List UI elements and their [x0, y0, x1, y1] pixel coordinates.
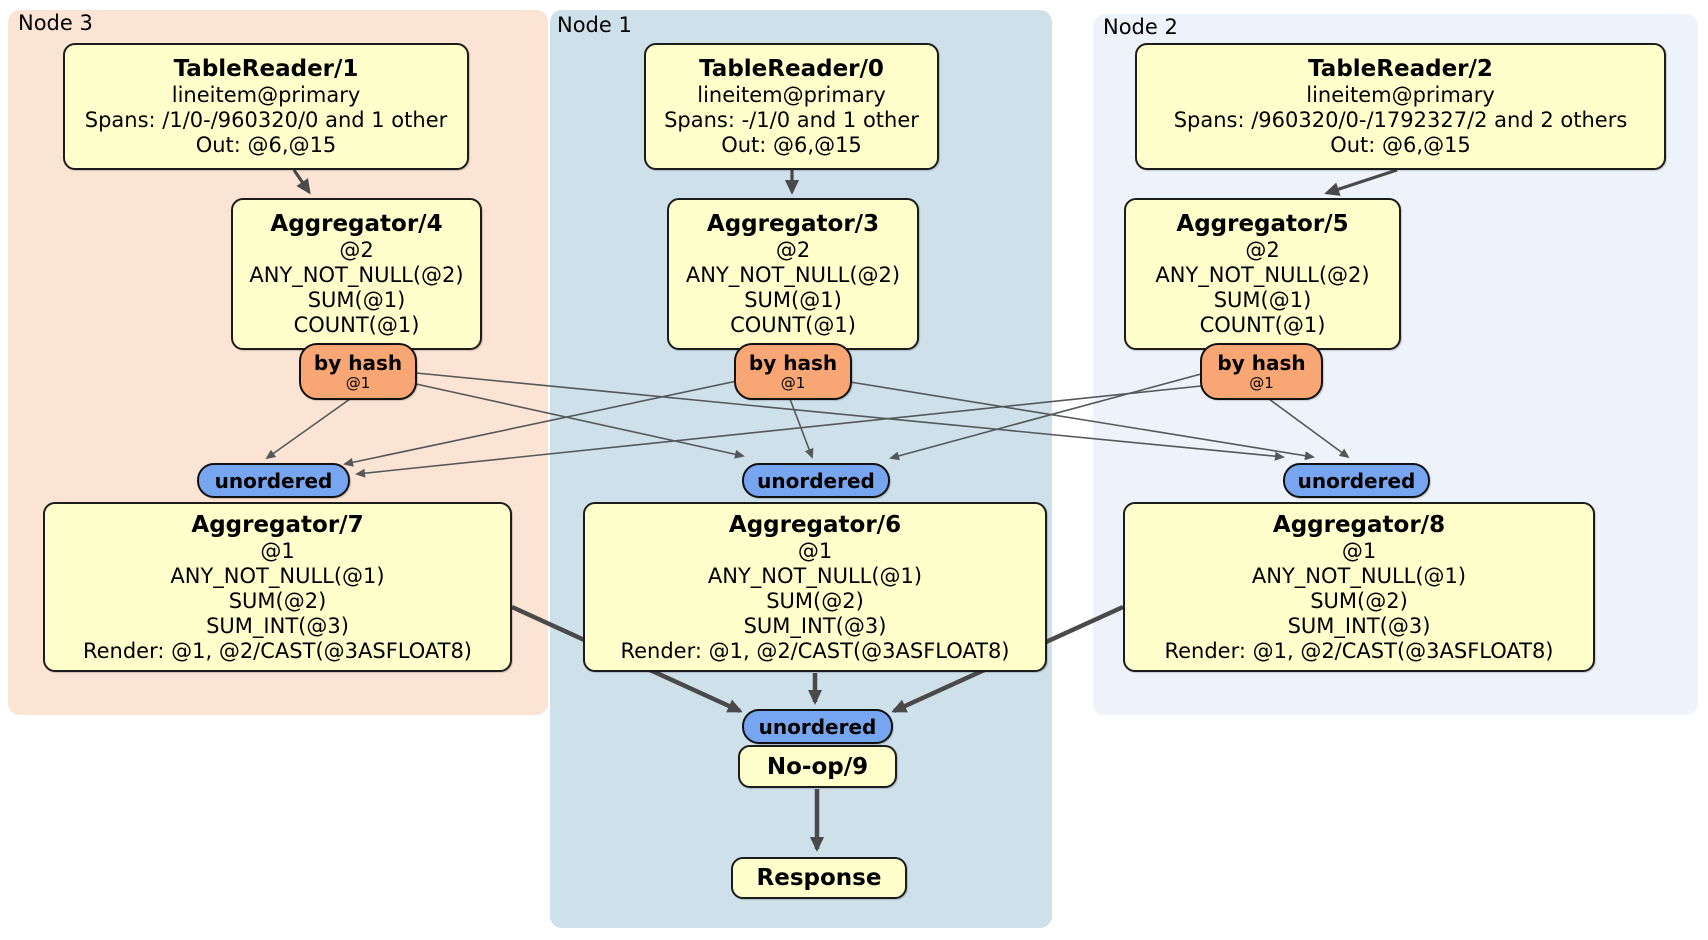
processor-title: TableReader/0: [699, 56, 884, 82]
processor-line: SUM_INT(@3): [206, 613, 349, 638]
edge-router5-stream8: [1268, 398, 1350, 459]
processor-line: COUNT(@1): [293, 313, 420, 337]
router-detail: @1: [345, 373, 371, 392]
edge-router4-stream8: [415, 372, 1285, 461]
processor-response: Response: [731, 857, 907, 899]
region-label-node-1: Node 1: [557, 13, 632, 37]
processor-aggregator-8: Aggregator/8 @1 ANY_NOT_NULL(@1) SUM(@2)…: [1123, 502, 1595, 672]
processor-line: @2: [1245, 238, 1280, 262]
processor-line: @1: [260, 538, 295, 563]
processor-title: Aggregator/8: [1272, 511, 1446, 538]
processor-title: Aggregator/5: [1176, 211, 1349, 237]
processor-line: Render: @1, @2/CAST(@3ASFLOAT8): [620, 638, 1010, 663]
stream-unordered-node1: unordered: [742, 463, 890, 498]
processor-title: Aggregator/4: [270, 211, 443, 237]
edge-router3-stream8: [849, 381, 1315, 461]
processor-line: ANY_NOT_NULL(@1): [1251, 563, 1467, 588]
processor-line: lineitem@primary: [697, 83, 886, 107]
processor-line: Render: @1, @2/CAST(@3ASFLOAT8): [1164, 638, 1554, 663]
processor-title: Aggregator/6: [728, 511, 902, 538]
router-by-hash-node2: by hash @1: [1200, 343, 1323, 400]
processor-line: ANY_NOT_NULL(@1): [707, 563, 923, 588]
processor-line: SUM(@2): [1310, 588, 1408, 613]
processor-title: TableReader/2: [1308, 56, 1493, 82]
edge-tr2-agg5: [1324, 168, 1398, 196]
processor-line: SUM(@2): [766, 588, 864, 613]
processor-line: lineitem@primary: [1306, 83, 1495, 107]
edge-router5-stream6: [889, 373, 1202, 461]
edge-router4-stream7: [265, 398, 351, 460]
processor-title: Aggregator/3: [706, 211, 880, 237]
stream-label: unordered: [757, 468, 875, 493]
processor-title: Aggregator/7: [191, 511, 364, 538]
edge-router5-stream7: [355, 385, 1202, 478]
processor-aggregator-3: Aggregator/3 @2 ANY_NOT_NULL(@2) SUM(@1)…: [667, 198, 919, 350]
processor-line: Spans: /960320/0-/1792327/2 and 2 others: [1173, 108, 1628, 132]
processor-line: SUM(@1): [744, 288, 842, 312]
processor-line: SUM(@1): [307, 288, 406, 312]
router-by-hash-node3: by hash @1: [299, 343, 417, 400]
stream-unordered-node2: unordered: [1283, 463, 1430, 498]
processor-aggregator-6: Aggregator/6 @1 ANY_NOT_NULL(@1) SUM(@2)…: [583, 502, 1047, 672]
processor-line: COUNT(@1): [730, 313, 856, 337]
processor-line: SUM_INT(@3): [1287, 613, 1431, 638]
processor-line: Out: @6,@15: [721, 133, 862, 157]
edge-router3-stream7: [343, 380, 738, 467]
processor-title: TableReader/1: [173, 56, 359, 82]
edge-tr1-agg4: [292, 169, 311, 195]
processor-tablereader-1: TableReader/1 lineitem@primary Spans: /1…: [63, 43, 469, 170]
router-label: by hash: [1217, 350, 1306, 375]
region-label-node-2: Node 2: [1103, 15, 1178, 39]
stream-unordered-node3: unordered: [197, 463, 350, 498]
stream-unordered-final: unordered: [742, 709, 893, 744]
stream-label: unordered: [758, 714, 877, 739]
processor-line: @1: [797, 538, 833, 563]
router-detail: @1: [780, 373, 806, 392]
processor-line: SUM_INT(@3): [743, 613, 887, 638]
router-label: by hash: [313, 350, 403, 375]
processor-line: lineitem@primary: [171, 83, 361, 107]
processor-line: SUM(@2): [228, 588, 327, 613]
processor-title: Response: [756, 865, 882, 891]
stream-label: unordered: [214, 468, 333, 493]
processor-title: No-op/9: [766, 753, 869, 780]
processor-tablereader-0: TableReader/0 lineitem@primary Spans: -/…: [644, 43, 939, 170]
stream-label: unordered: [1297, 468, 1416, 493]
processor-line: ANY_NOT_NULL(@2): [1155, 263, 1370, 287]
processor-line: Out: @6,@15: [1330, 133, 1471, 157]
processor-line: Spans: -/1/0 and 1 other: [664, 108, 919, 132]
edge-router4-stream6: [415, 383, 745, 459]
processor-line: @2: [775, 238, 811, 262]
processor-line: @1: [1341, 538, 1377, 563]
processor-line: COUNT(@1): [1199, 313, 1326, 337]
processor-tablereader-2: TableReader/2 lineitem@primary Spans: /9…: [1135, 43, 1666, 170]
processor-noop-9: No-op/9: [738, 745, 897, 788]
processor-line: ANY_NOT_NULL(@1): [170, 563, 385, 588]
processor-aggregator-4: Aggregator/4 @2 ANY_NOT_NULL(@2) SUM(@1)…: [231, 198, 482, 350]
processor-line: Render: @1, @2/CAST(@3ASFLOAT8): [82, 638, 473, 663]
processor-line: ANY_NOT_NULL(@2): [249, 263, 464, 287]
router-by-hash-node1: by hash @1: [734, 343, 852, 400]
router-label: by hash: [748, 350, 838, 375]
processor-line: SUM(@1): [1213, 288, 1312, 312]
processor-aggregator-7: Aggregator/7 @1 ANY_NOT_NULL(@1) SUM(@2)…: [43, 502, 512, 672]
processor-line: ANY_NOT_NULL(@2): [685, 263, 901, 287]
processor-line: Out: @6,@15: [195, 133, 337, 157]
processor-line: @2: [339, 238, 374, 262]
router-detail: @1: [1249, 373, 1274, 392]
processor-line: Spans: /1/0-/960320/0 and 1 other: [84, 108, 448, 132]
processor-aggregator-5: Aggregator/5 @2 ANY_NOT_NULL(@2) SUM(@1)…: [1124, 198, 1401, 350]
region-label-node-3: Node 3: [18, 11, 93, 35]
